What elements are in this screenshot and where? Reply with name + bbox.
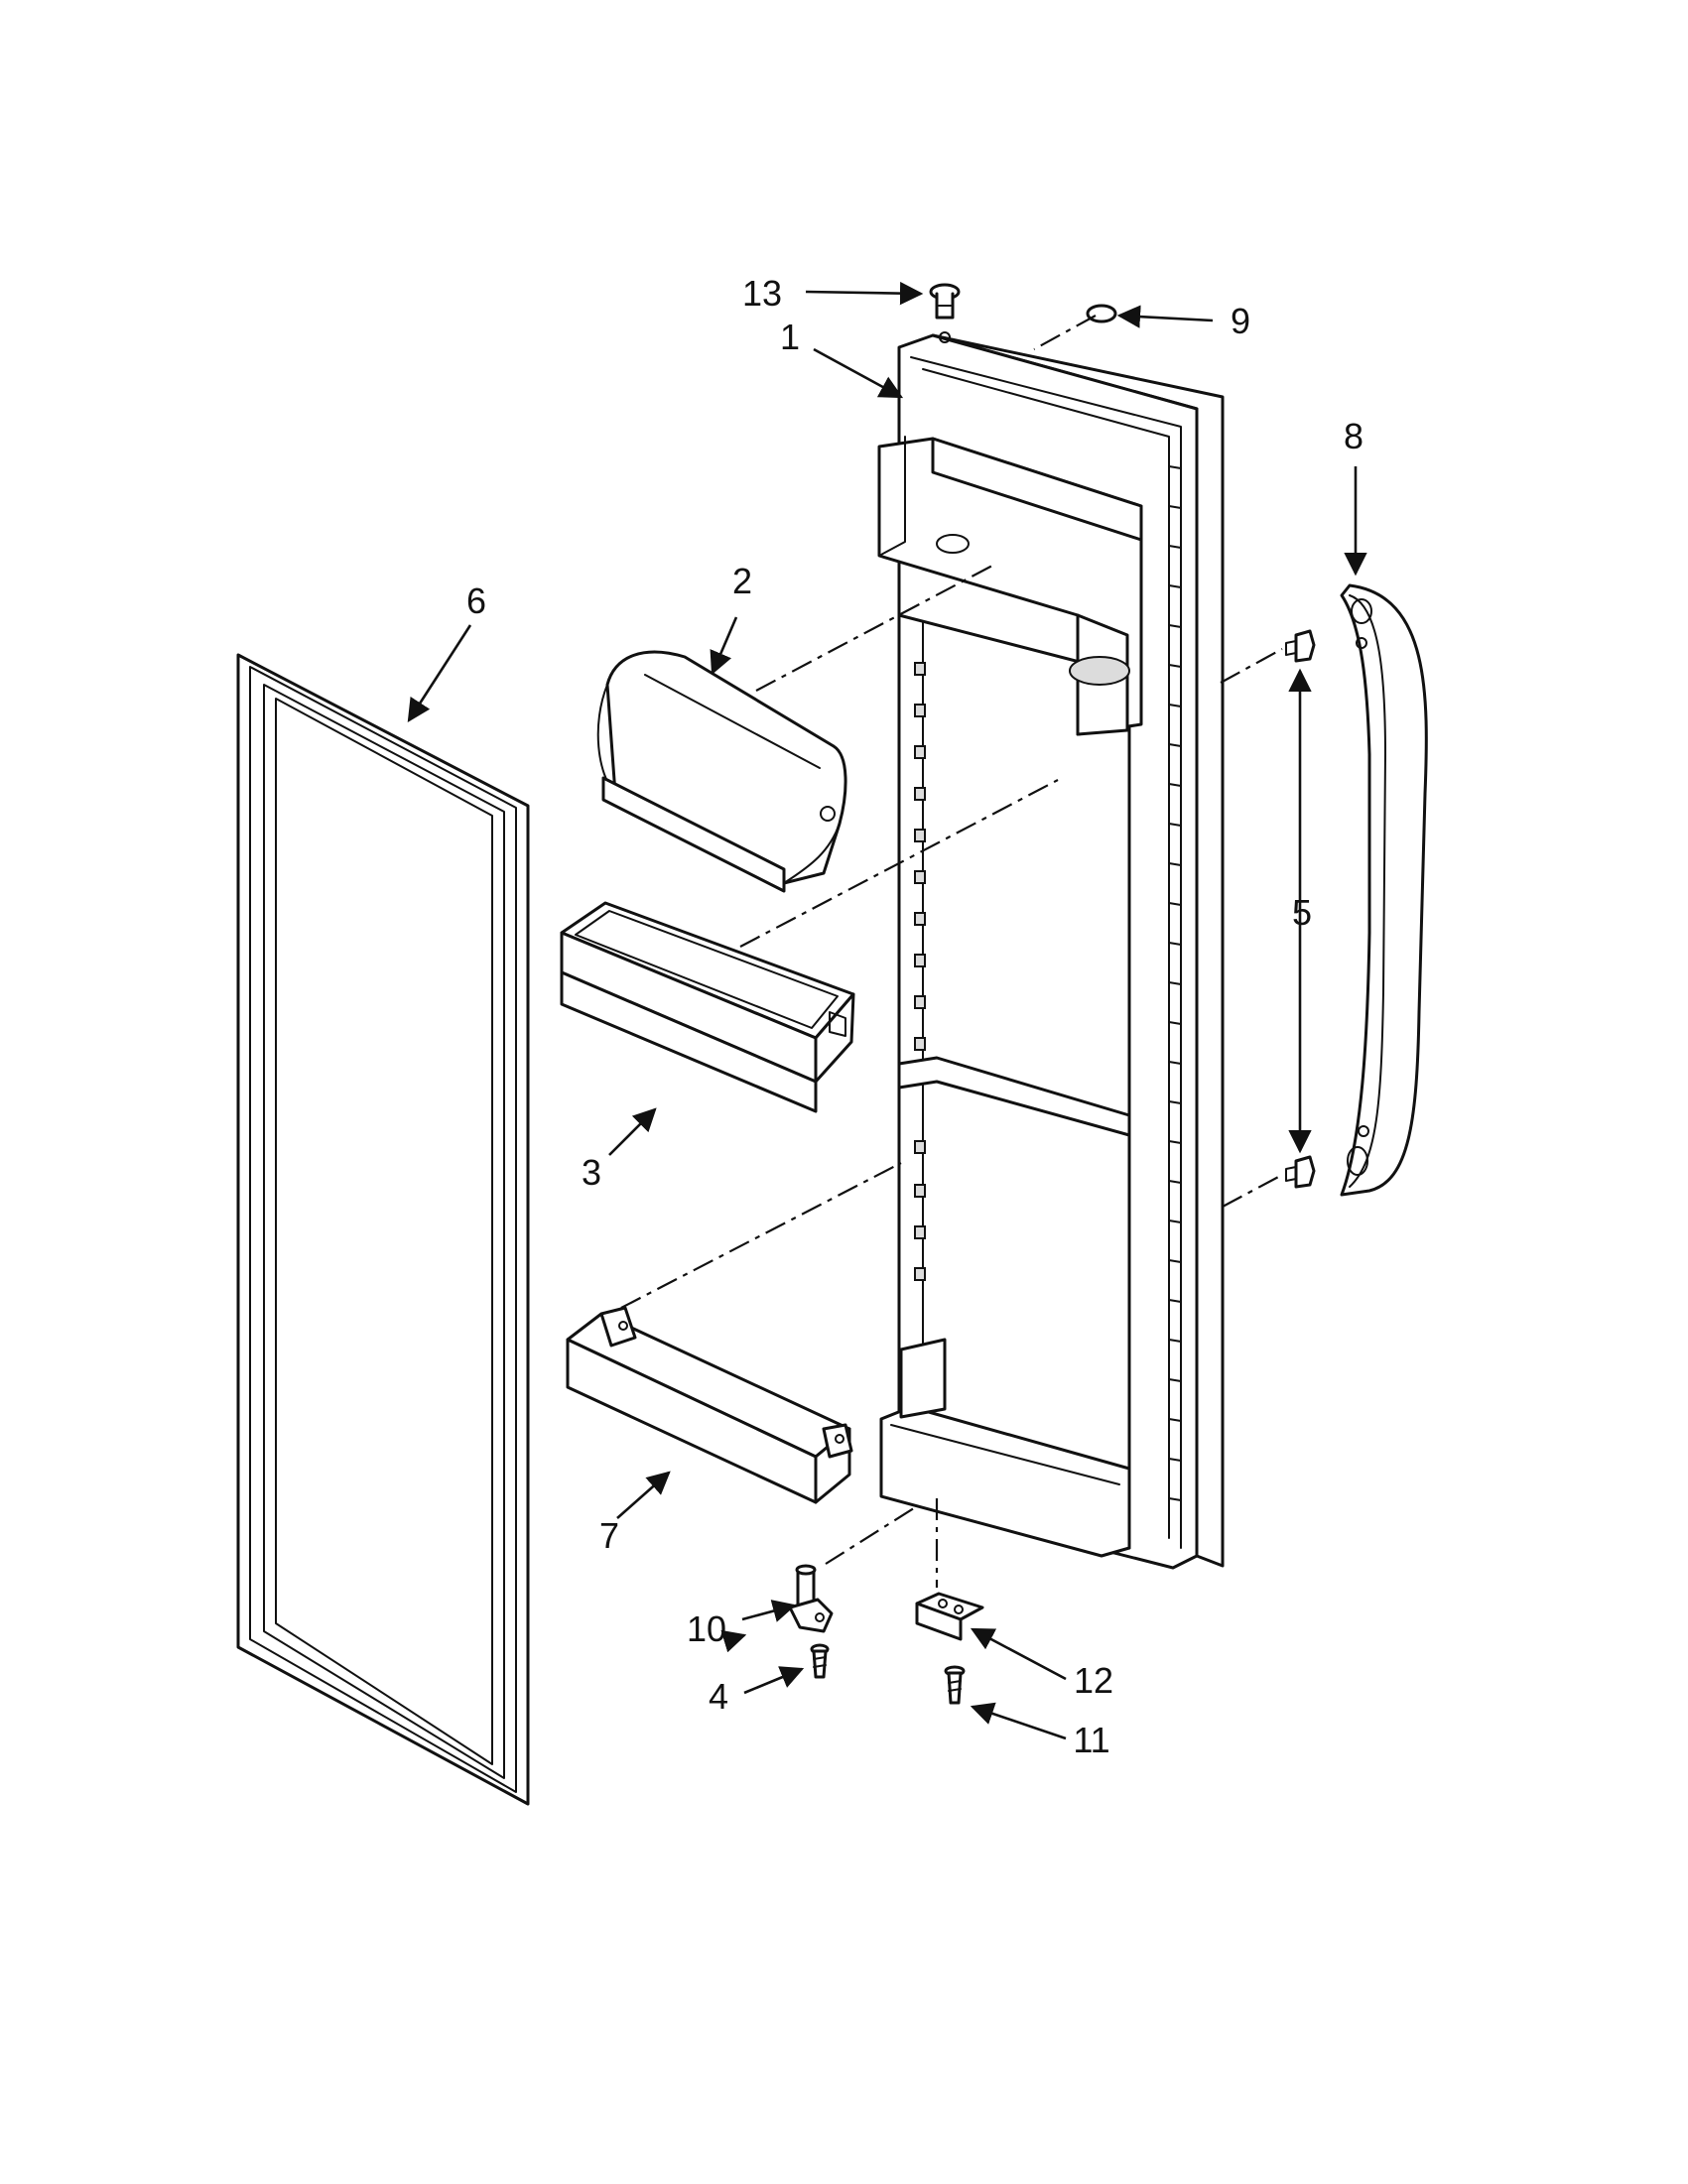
callout-6: 6 [466,580,486,621]
door-bin [560,901,855,1113]
door-handle [1340,583,1428,1197]
callout-9: 9 [1231,301,1250,341]
callout-12: 12 [1074,1660,1113,1701]
washer-ring [1086,304,1117,323]
callout-labels: 13 1 9 8 6 2 5 3 7 10 4 12 11 [466,273,1363,1760]
leaders [407,281,1367,1740]
callout-13: 13 [742,273,782,314]
bottom-hinge-pin [788,1564,834,1633]
callout-3: 3 [582,1152,601,1193]
callout-2: 2 [732,561,752,601]
screw-4 [810,1643,830,1679]
callout-1: 1 [780,317,800,357]
screw-11 [944,1665,966,1705]
exploded-lines [620,315,1283,1588]
callout-8: 8 [1344,416,1363,456]
callout-5: 5 [1292,892,1312,933]
callout-4: 4 [709,1676,728,1717]
door-gasket [236,653,530,1806]
callout-10: 10 [687,1608,726,1649]
dairy-cover [596,650,847,893]
handle-stud-bottom [1285,1155,1316,1189]
handle-stud-top [1285,629,1316,663]
door-liner [877,331,1225,1570]
callout-7: 7 [599,1515,619,1556]
callout-11: 11 [1073,1720,1109,1760]
door-shelf [566,1306,853,1504]
hinge-bracket [915,1592,984,1641]
hinge-bushing [929,283,961,320]
